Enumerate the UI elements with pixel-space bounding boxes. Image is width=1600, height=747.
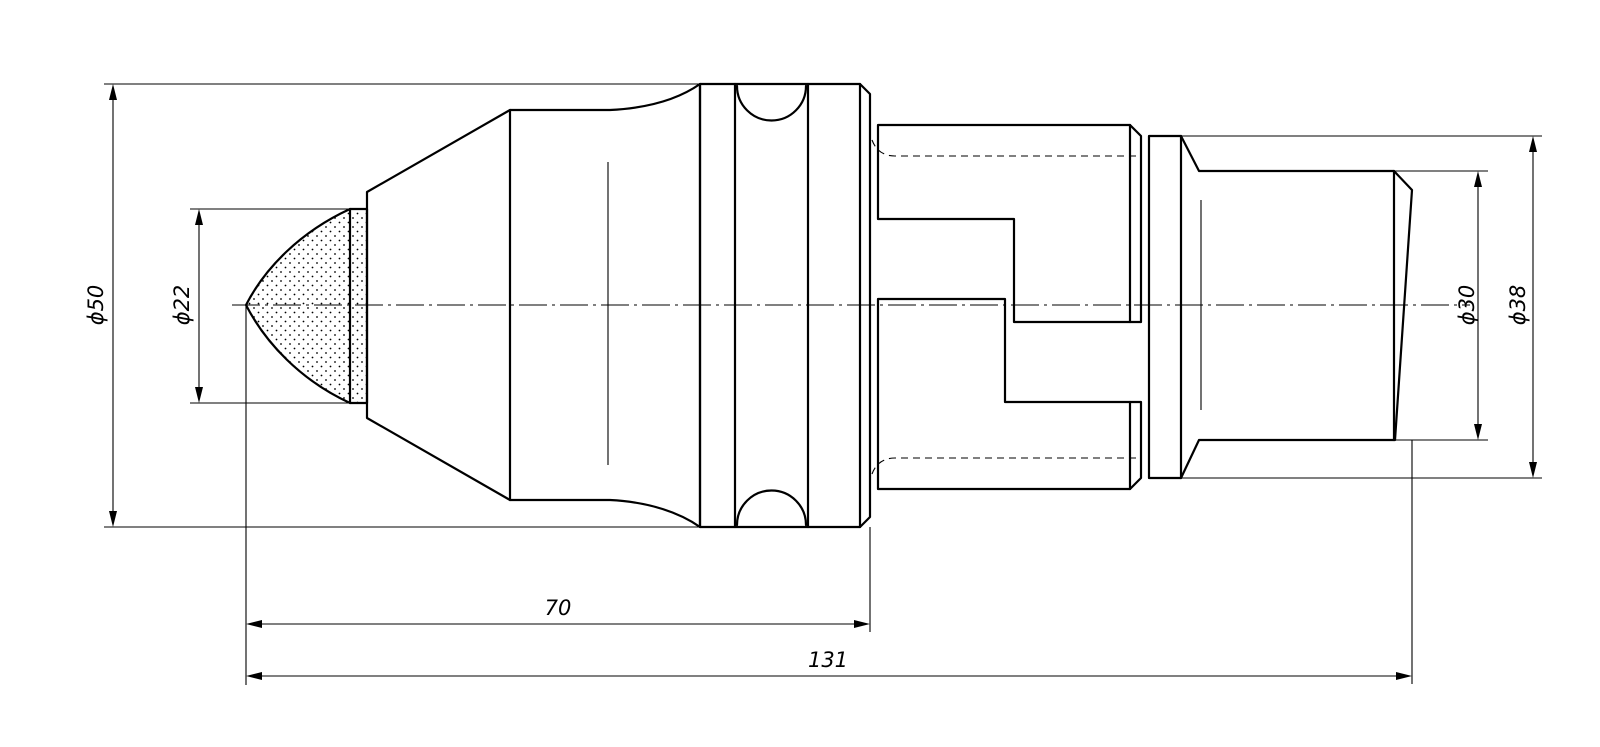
dimension-dia-30: ϕ30: [1394, 170, 1488, 441]
dim-label-dia-50: ϕ50: [84, 285, 108, 326]
pick-body: [244, 82, 872, 529]
dim-label-dia-30: ϕ30: [1455, 285, 1479, 326]
shank-interlock: [871, 123, 1414, 491]
lower-finger: [876, 297, 1143, 491]
groove-top: [735, 84, 808, 122]
hidden-line-bottom: [871, 457, 1140, 475]
upper-finger: [876, 123, 1143, 324]
dim-label-length-70: 70: [545, 596, 572, 620]
right-shank: [1179, 134, 1414, 480]
dimension-length-131: 131: [246, 440, 1413, 684]
hidden-line-top: [871, 139, 1140, 157]
coupling-flange: [1147, 134, 1183, 480]
groove-bottom: [735, 489, 808, 527]
dimension-dia-38: ϕ38: [1181, 135, 1542, 479]
dimension-dia-22: ϕ22: [170, 208, 350, 404]
dim-label-dia-22: ϕ22: [170, 285, 194, 326]
dimension-dia-50: ϕ50: [84, 83, 700, 528]
dimension-length-70: 70: [245, 305, 871, 685]
carbide-tip: [244, 207, 369, 405]
dim-label-length-131: 131: [808, 648, 848, 672]
dim-label-dia-38: ϕ38: [1506, 285, 1530, 326]
